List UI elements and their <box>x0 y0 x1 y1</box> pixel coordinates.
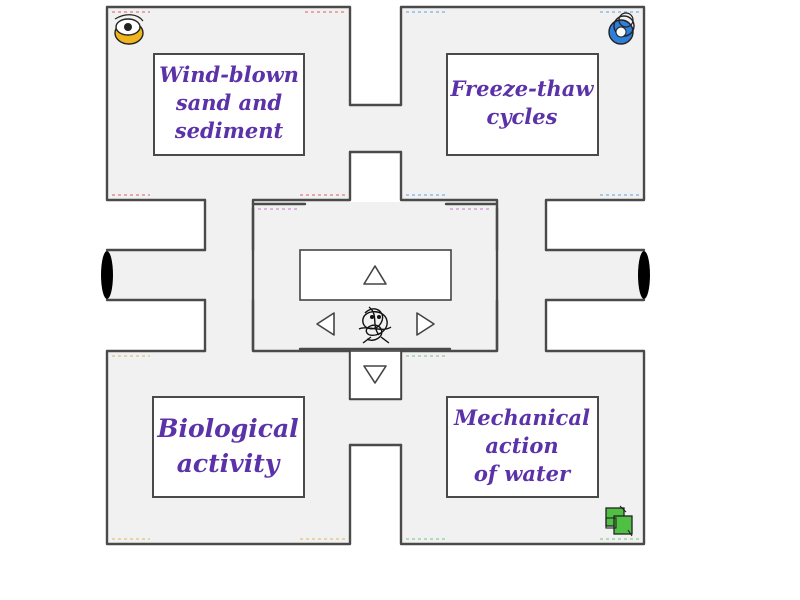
answer-bottom-right-line-1: Mechanical <box>453 405 590 430</box>
center-block-top <box>350 152 401 202</box>
left-arrow-icon <box>316 312 335 336</box>
answer-bottom-left-line-2: activity <box>177 449 281 478</box>
answer-top-left-line-1: Wind-blown <box>159 62 299 87</box>
answer-top-right[interactable]: Freeze-thaw cycles <box>446 53 599 156</box>
answer-bottom-right-line-2: action <box>485 433 558 458</box>
answer-bottom-right[interactable]: Mechanical action of water <box>446 396 599 498</box>
room-dashed-borders <box>112 11 639 540</box>
answer-top-right-line-1: Freeze-thaw <box>450 76 595 101</box>
down-button[interactable] <box>352 353 399 397</box>
left-portal-icon <box>101 251 113 299</box>
answer-bottom-left[interactable]: Biological activity <box>152 396 305 498</box>
answer-top-left[interactable]: Wind-blown sand and sediment <box>153 53 305 156</box>
blue-ring-monster-icon <box>608 12 635 45</box>
left-button[interactable] <box>303 305 348 345</box>
answer-bottom-left-line-1: Biological <box>156 414 298 443</box>
yellow-eye-monster-icon <box>114 14 144 45</box>
answer-top-left-line-3: sediment <box>174 118 284 143</box>
scribble-player-icon <box>358 306 392 344</box>
answer-top-left-line-2: sand and <box>175 90 283 115</box>
green-block-monster-icon <box>605 505 633 537</box>
right-button[interactable] <box>403 305 448 345</box>
up-arrow-icon <box>363 265 387 285</box>
answer-top-right-line-2: cycles <box>487 104 558 129</box>
down-arrow-icon <box>363 365 387 384</box>
up-button[interactable] <box>350 255 400 295</box>
right-portal-icon <box>638 251 650 299</box>
maze-walls <box>105 5 646 546</box>
right-arrow-icon <box>416 312 435 336</box>
answer-bottom-right-line-3: of water <box>474 461 572 486</box>
